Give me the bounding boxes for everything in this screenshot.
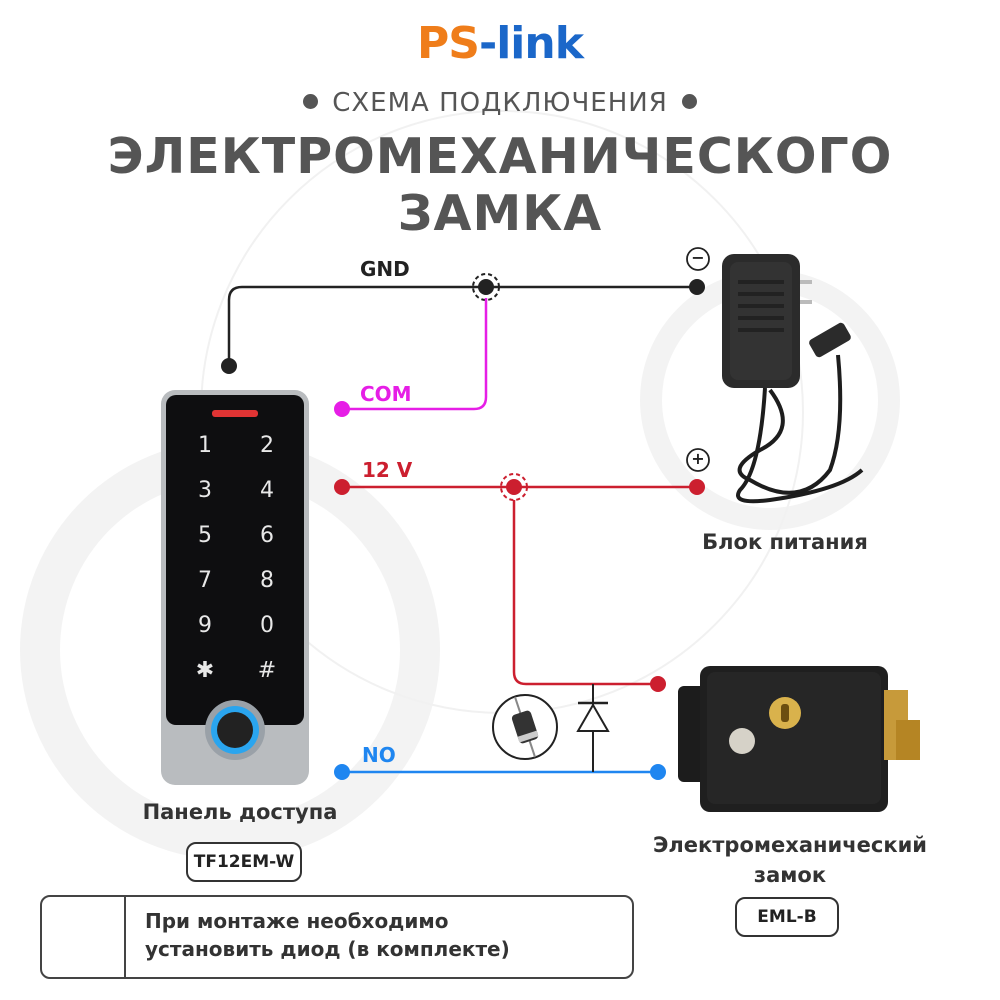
installation-note: При монтаже необходимо установить диод (… [40,895,634,979]
no-label: NO [362,743,396,767]
v12-terminal-power [689,479,705,495]
note-line-1: При монтаже необходимо [145,909,449,933]
minus-terminal-icon [686,247,710,271]
minus-symbol: − [691,248,705,267]
keypad-key: ✱ [195,658,215,683]
v12-lock-wire [512,500,658,686]
v12-terminal-lock [650,676,666,692]
keypad-key: 1 [198,433,212,458]
bullet-icon [303,94,319,109]
com-terminal [334,401,350,417]
plus-terminal-icon [686,448,710,472]
plus-symbol: + [691,449,705,468]
keypad-key: # [257,658,277,683]
lock-label: Электромеханический замок [620,830,960,890]
keypad-label: Панель доступа [142,800,338,824]
power-supply-label: Блок питания [702,530,868,554]
lock-device [678,666,920,812]
note-text: При монтаже необходимо установить диод (… [145,907,510,963]
lock-label-line-2: замок [753,863,827,887]
lock-model-badge: EML-B [735,897,839,937]
v12-junction-outline [500,473,528,501]
v12-label: 12 V [362,458,413,482]
bullet-icon [681,94,697,109]
subtitle-row: СХЕМА ПОДКЛЮЧЕНИЯ [0,88,1000,118]
diode-symbol [576,684,610,772]
keypad-key: 3 [198,478,212,503]
gnd-junction-outline [472,273,500,301]
no-terminal-lock [650,764,666,780]
com-label: COM [360,382,412,406]
keypad-key: 0 [260,613,274,638]
power-supply-icon [722,254,864,504]
keypad-device [161,390,309,785]
v12-junction [506,479,522,495]
keypad-key: 6 [260,523,274,548]
gnd-terminal-power [689,279,705,295]
subtitle: СХЕМА ПОДКЛЮЧЕНИЯ [332,88,668,118]
com-wire [342,298,488,411]
note-line-2: установить диод (в комплекте) [145,937,510,961]
title-line-1: ЭЛЕКТРОМЕХАНИЧЕСКОГО [107,128,893,185]
keypad-key: 5 [198,523,212,548]
keypad-key: 8 [260,568,274,593]
keypad-key: 2 [260,433,274,458]
gnd-wire [227,285,697,366]
note-divider [124,897,126,977]
gnd-terminal-keypad [221,358,237,374]
keypad-model-badge: TF12EM-W [186,842,302,882]
logo-part-link: -link [478,18,584,69]
no-terminal-keypad [334,764,350,780]
keypad-key: 9 [198,613,212,638]
logo-part-ps: PS [417,18,480,69]
lock-label-line-1: Электромеханический [652,833,928,857]
gnd-label: GND [360,257,410,281]
keypad-key: 7 [198,568,212,593]
gnd-junction [478,279,494,295]
diode-icon [492,694,558,760]
v12-terminal-keypad [334,479,350,495]
brand-logo: PS-link [0,18,1000,69]
title-line-2: ЗАМКА [397,185,603,242]
keypad-key: 4 [260,478,274,503]
